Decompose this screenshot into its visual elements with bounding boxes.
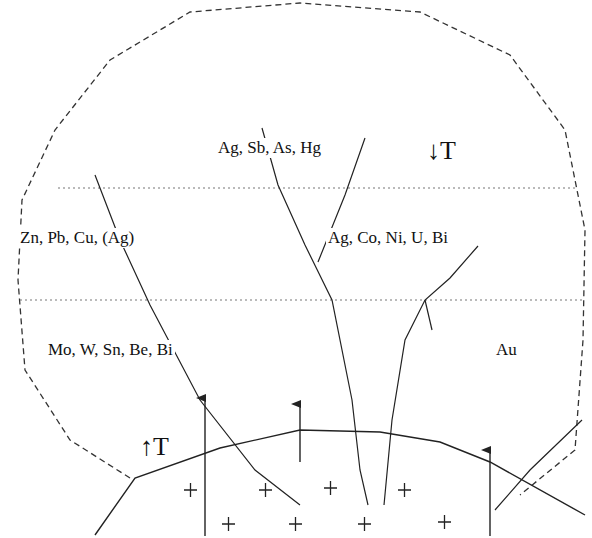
veins bbox=[95, 128, 582, 510]
temperature-trend: ↓T bbox=[425, 136, 458, 166]
granite-crosses bbox=[184, 481, 451, 531]
element-group: Zn, Pb, Cu, (Ag) bbox=[18, 228, 136, 248]
zone-boundary bbox=[58, 187, 578, 188]
element-group: Mo, W, Sn, Be, Bi bbox=[46, 340, 175, 360]
aureole-outline bbox=[18, 3, 585, 495]
intrusion-contact bbox=[95, 430, 585, 535]
zone-boundary bbox=[20, 299, 582, 300]
element-group: Au bbox=[494, 340, 519, 360]
fluid-arrows bbox=[205, 398, 490, 536]
element-group: Ag, Co, Ni, U, Bi bbox=[326, 228, 450, 248]
temperature-trend: ↑T bbox=[138, 432, 171, 462]
element-group: Ag, Sb, As, Hg bbox=[216, 138, 323, 158]
